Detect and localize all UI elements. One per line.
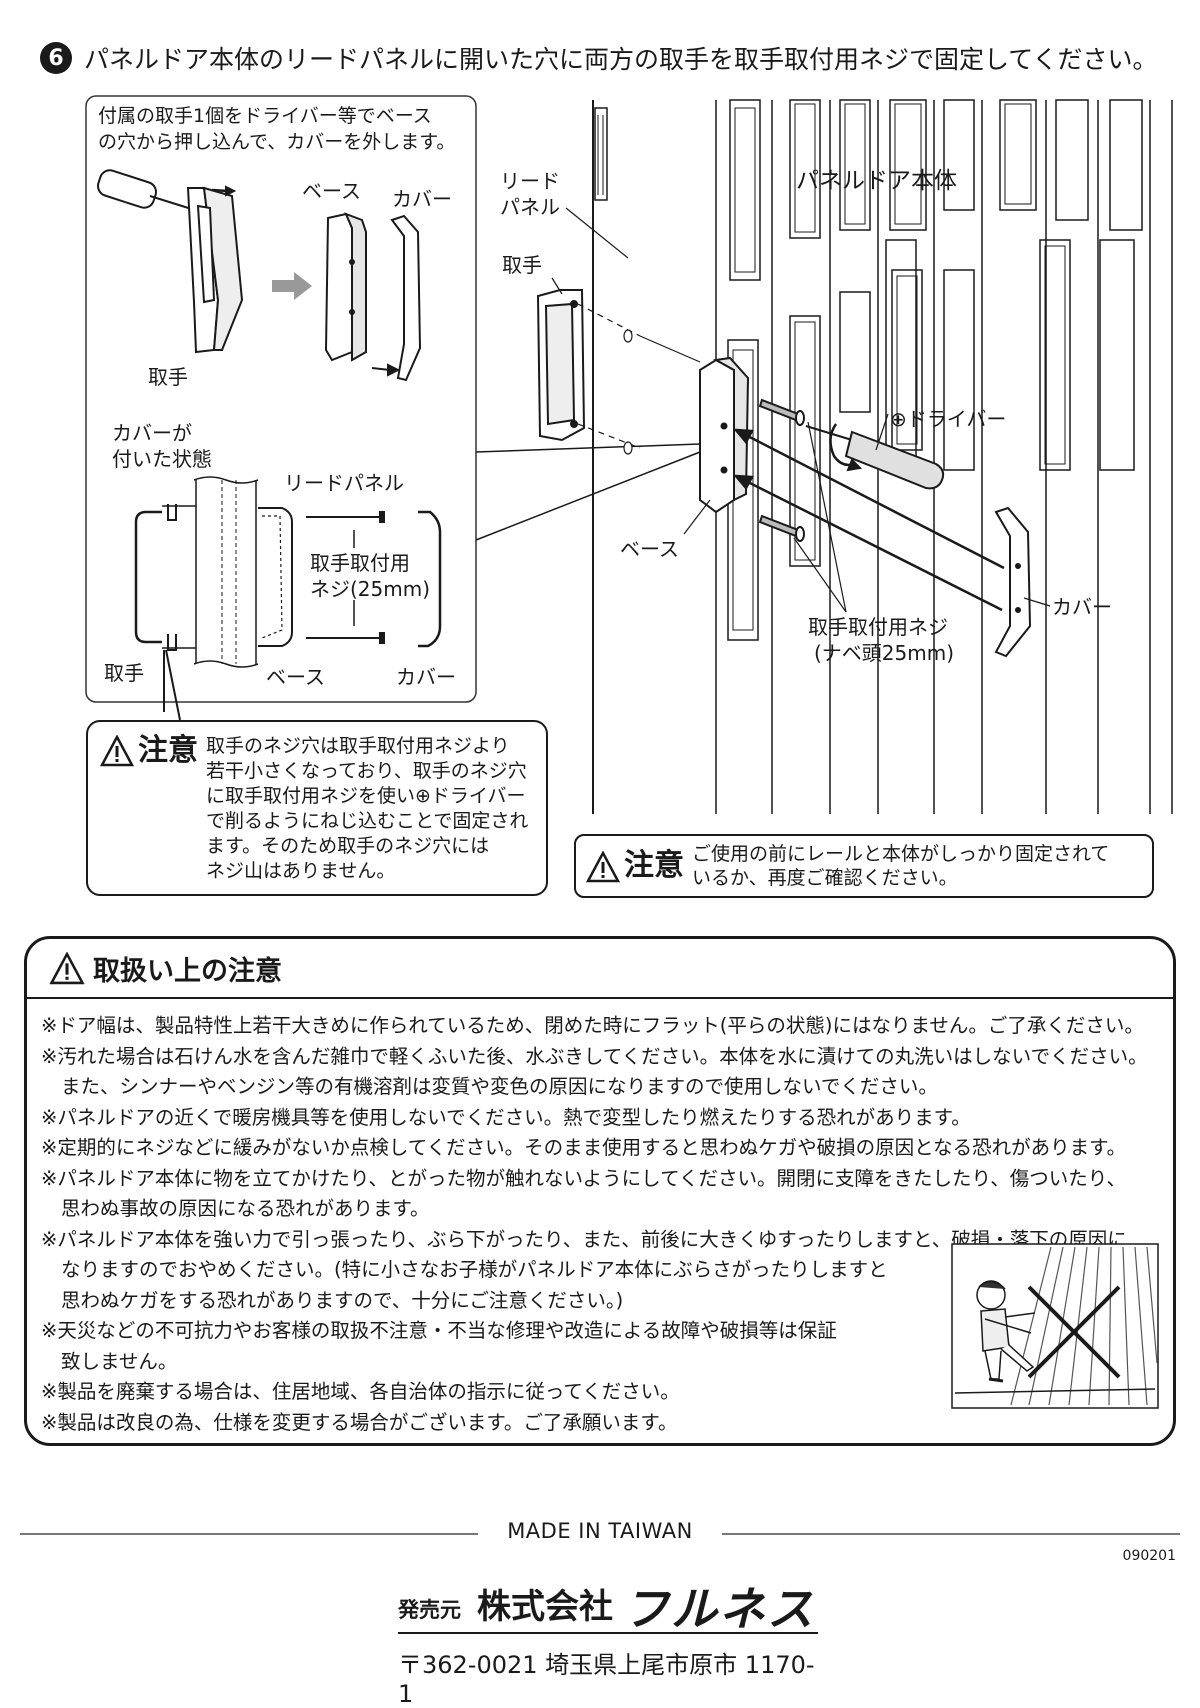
- main-base-drawing: [699, 356, 750, 514]
- main-label-lead-line1: リード: [500, 169, 560, 193]
- caution-label: 注意: [624, 848, 684, 883]
- step-heading: 6 パネルドア本体のリードパネルに開いた穴に両方の取手を取手取付用ネジで固定して…: [40, 40, 1180, 76]
- list-item: ※パネルドア本体に物を立てかけたり、とがった物が触れないようにしてください。開閉…: [41, 1166, 1126, 1190]
- list-item: ※汚れた場合は石けん水を含んだ雑巾で軽くふいた後、水ぶきしてください。本体を水に…: [41, 1044, 1148, 1068]
- list-item-continuation: 致しません。: [61, 1349, 178, 1373]
- brand-logo: フルネス: [623, 1582, 815, 1636]
- caution-box-rail-check: 注意 ご使用の前にレールと本体がしっかり固定されて いるか、再度ご確認ください。: [574, 834, 1154, 898]
- inset-label-handle: 取手: [148, 365, 188, 389]
- list-item-continuation: 思わぬケガをする恐れがありますので、十分にご注意ください。): [61, 1288, 624, 1312]
- list-item: ※天災などの不可抗力やお客様の取扱不注意・不当な修理や改造による故障や破損等は保…: [41, 1319, 837, 1342]
- caution-line: いるか、再度ご確認ください。: [692, 867, 958, 889]
- caution-line: ご使用の前にレールと本体がしっかり固定されて: [692, 843, 1110, 865]
- caution-line: ネジ山はありません。: [206, 860, 396, 882]
- list-item: ※ドア幅は、製品特性上若干大きめに作られているため、閉めた時にフラット(平らの状…: [41, 1014, 1144, 1037]
- footer-divider-left: [20, 1533, 478, 1535]
- document-code: 090201: [1122, 1548, 1176, 1564]
- main-label-lead-line2: パネル: [500, 195, 560, 219]
- inset-handle-removal-drawing: [97, 169, 422, 382]
- inset-label-covered-line1: カバーが: [112, 421, 192, 445]
- list-item-continuation: 思わぬ事故の原因になる恐れがあります。: [61, 1197, 430, 1220]
- inset-label-cover-bottom: カバー: [396, 665, 456, 689]
- assembly-illustration: 付属の取手1個をドライバー等でベース の穴から押し込んで、カバーを外します。 ベ…: [85, 95, 1173, 814]
- caution-box-handle-screws: 注意 取手のネジ穴は取手取付用ネジより 若干小さくなっており、取手のネジ穴 に取…: [86, 720, 548, 896]
- callout-lines: [475, 443, 701, 541]
- warning-triangle-icon: [586, 851, 620, 883]
- inset-label-lead-panel: リードパネル: [284, 471, 404, 495]
- main-handle-drawing: [536, 289, 701, 455]
- caution-line: 若干小さくなっており、取手のネジ穴: [206, 760, 527, 782]
- list-item-continuation: また、シンナーやベンジン等の有機溶剤は変質や変色の原因になりますので使用しないで…: [61, 1075, 938, 1098]
- caution-line: ます。そのため取手のネジ穴には: [206, 835, 490, 857]
- main-label-driver: ⊕ドライバー: [890, 407, 1006, 431]
- child-hanging-warning-illustration: [951, 1243, 1159, 1409]
- inset-label-handle-bottom: 取手: [104, 661, 144, 685]
- publisher-label: 発売元: [398, 1598, 461, 1622]
- caution-line: に取手取付用ネジを使い⊕ドライバー: [206, 785, 526, 807]
- caution-line: 取手のネジ穴は取手取付用ネジより: [206, 735, 510, 757]
- main-label-screw-line1: 取手取付用ネジ: [808, 615, 948, 639]
- warning-triangle-icon: [49, 951, 85, 984]
- insertion-arrows: [733, 428, 1005, 612]
- main-label-cover: カバー: [1052, 595, 1112, 619]
- inset-frame: [85, 95, 477, 703]
- footer-divider-right: [722, 1533, 1180, 1535]
- made-in-label: MADE IN TAIWAN: [507, 1519, 693, 1543]
- list-item: ※製品を廃棄する場合は、住居地域、各自治体の指示に従ってください。: [41, 1380, 680, 1403]
- main-screws-drawing: [758, 398, 805, 542]
- list-item: ※定期的にネジなどに緩みがないか点検してください。そのまま使用すると思わぬケガや…: [41, 1136, 1127, 1159]
- handling-precautions-header: 取扱い上の注意: [27, 939, 1173, 999]
- handling-precautions-list: ※ドア幅は、製品特性上若干大きめに作られているため、閉めた時にフラット(平らの状…: [27, 999, 1173, 1438]
- caution-text: ご使用の前にレールと本体がしっかり固定されて いるか、再度ご確認ください。: [692, 842, 1109, 890]
- handling-precautions-panel: 取扱い上の注意 ※ドア幅は、製品特性上若干大きめに作られているため、閉めた時にフ…: [24, 936, 1176, 1446]
- list-item-continuation: なりますのでおやめください。(特に小さなお子様がパネルドア本体にぶらさがったりし…: [61, 1258, 888, 1281]
- main-label-base: ベース: [620, 537, 679, 561]
- publisher-block: 発売元 株式会社 フルネス: [398, 1578, 818, 1634]
- inset-label-base: ベース: [302, 179, 361, 203]
- main-label-screw-line2: (ナベ頭25mm): [814, 641, 954, 665]
- label-leaders: [551, 207, 1051, 613]
- step-title-text: パネルドア本体のリードパネルに開いた穴に両方の取手を取手取付用ネジで固定してくだ…: [84, 45, 1158, 74]
- inset-label-base-bottom: ベース: [266, 665, 325, 689]
- list-item: ※パネルドア本体を強い力で引っ張ったり、ぶら下がったり、また、前後に大きくゆすっ…: [41, 1227, 1127, 1251]
- caution-label: 注意: [138, 733, 198, 768]
- child-figure: [976, 1280, 1036, 1383]
- caution-line: で削るようにねじ込むことで固定され: [206, 810, 529, 832]
- inset-instruction-line2: の穴から押し込んで、カバーを外します。: [98, 131, 455, 153]
- warning-triangle-icon: [100, 735, 134, 767]
- company-type: 株式会社: [477, 1587, 613, 1627]
- list-item: ※製品は改良の為、仕様を変更する場合がございます。ご了承願います。: [41, 1410, 678, 1434]
- main-label-door-body: パネルドア本体: [796, 168, 957, 194]
- inset-label-screw-line2: ネジ(25mm): [310, 577, 430, 601]
- main-screwdriver-drawing: [805, 423, 945, 490]
- step-number-badge: 6: [40, 42, 72, 74]
- prohibited-x-mark: [1027, 1285, 1121, 1379]
- handling-precautions-title: 取扱い上の注意: [93, 955, 282, 987]
- inset-label-screw-line1: 取手取付用: [310, 551, 410, 575]
- publisher-address: 〒362-0021 埼玉県上尾市原市 1170-1: [398, 1651, 815, 1708]
- caution-text: 取手のネジ穴は取手取付用ネジより 若干小さくなっており、取手のネジ穴 に取手取付…: [206, 734, 528, 884]
- main-cover-drawing: [994, 506, 1032, 658]
- inset-label-covered-line2: 付いた状態: [112, 447, 212, 471]
- list-item: ※パネルドアの近くで暖房機具等を使用しないでください。熱で変型したり燃えたりする…: [41, 1105, 971, 1129]
- inset-cross-section-drawing: [134, 476, 442, 721]
- main-label-handle: 取手: [502, 253, 542, 277]
- inset-instruction-line1: 付属の取手1個をドライバー等でベース: [98, 105, 432, 127]
- inset-label-cover: カバー: [392, 187, 452, 211]
- panel-door-drawing: [592, 99, 1173, 814]
